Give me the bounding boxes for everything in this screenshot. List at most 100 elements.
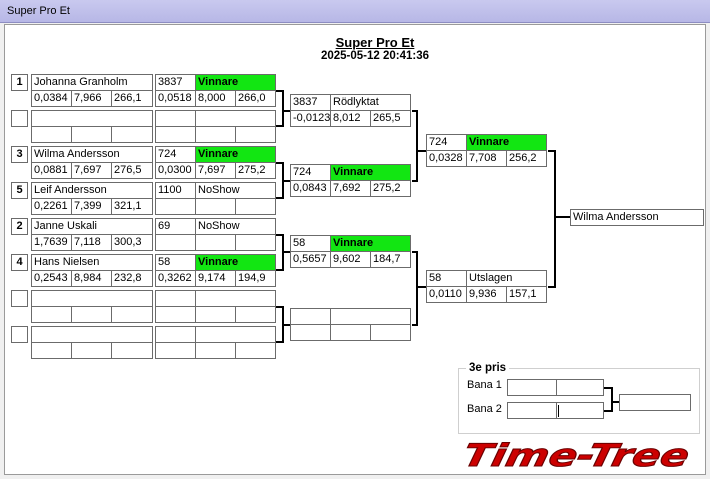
result-status	[330, 308, 411, 325]
elapsed-time: 9,174	[195, 270, 236, 287]
reaction-time: 0,5657	[290, 251, 331, 268]
racer-name[interactable]: Wilma Andersson	[31, 146, 153, 163]
elapsed-time: 7,697	[195, 162, 236, 179]
result-status: Utslagen	[466, 270, 547, 287]
elapsed-time	[71, 342, 112, 359]
racer-number[interactable]: 58	[290, 235, 331, 252]
result-status: NoShow	[195, 218, 276, 235]
speed: 157,1	[506, 286, 547, 303]
racer-number[interactable]: 724	[290, 164, 331, 181]
connector	[276, 234, 283, 236]
third-lane-1-right[interactable]	[556, 379, 604, 396]
racer-number[interactable]: 1100	[155, 182, 196, 199]
result-status: Vinnare	[330, 235, 411, 252]
reaction-time: 0,0328	[426, 150, 467, 167]
svg-text:Time-Tree: Time-Tree	[460, 438, 693, 472]
connector	[554, 216, 570, 218]
speed: 266,1	[111, 90, 153, 107]
speed	[235, 342, 276, 359]
speed: 265,5	[370, 110, 411, 127]
racer-number[interactable]: 724	[426, 134, 467, 151]
speed	[111, 126, 153, 143]
reaction-time	[155, 126, 196, 143]
connector	[604, 387, 612, 389]
time-tree-logo: Time-Tree	[459, 438, 693, 472]
seed-box[interactable]: 3	[11, 146, 28, 163]
lane-2-label: Bana 2	[467, 403, 502, 415]
reaction-time: 0,0881	[31, 162, 72, 179]
lane-1-label: Bana 1	[467, 379, 502, 391]
reaction-time	[155, 234, 196, 251]
connector	[282, 251, 290, 253]
result-status: NoShow	[195, 182, 276, 199]
seed-box[interactable]	[11, 326, 28, 343]
connector	[416, 251, 418, 326]
racer-number[interactable]: 58	[426, 270, 467, 287]
seed-box[interactable]: 1	[11, 74, 28, 91]
racer-name[interactable]	[31, 290, 153, 307]
speed	[235, 126, 276, 143]
racer-number[interactable]	[290, 308, 331, 325]
seed-box[interactable]	[11, 110, 28, 127]
racer-name[interactable]: Hans Nielsen	[31, 254, 153, 271]
reaction-time: 0,2261	[31, 198, 72, 215]
connector	[276, 341, 283, 343]
connector	[412, 251, 417, 253]
result-status: Vinnare	[195, 254, 276, 271]
speed: 321,1	[111, 198, 153, 215]
elapsed-time	[195, 234, 236, 251]
result-status: Vinnare	[195, 74, 276, 91]
connector	[548, 150, 555, 152]
seed-box[interactable]: 4	[11, 254, 28, 271]
racer-number[interactable]: 3837	[155, 74, 196, 91]
racer-name[interactable]: Johanna Granholm	[31, 74, 153, 91]
connector	[548, 286, 555, 288]
racer-number[interactable]: 3837	[290, 94, 331, 111]
speed	[235, 234, 276, 251]
connector	[276, 125, 283, 127]
reaction-time	[155, 306, 196, 323]
reaction-time	[155, 198, 196, 215]
elapsed-time: 8,012	[330, 110, 371, 127]
seed-box[interactable]: 5	[11, 182, 28, 199]
third-prize-winner[interactable]	[619, 394, 691, 411]
connector	[276, 306, 283, 308]
racer-name[interactable]	[31, 110, 153, 127]
connector	[282, 110, 290, 112]
result-status: Vinnare	[330, 164, 411, 181]
racer-name[interactable]: Janne Uskali	[31, 218, 153, 235]
reaction-time: 0,0300	[155, 162, 196, 179]
page-datetime: 2025-05-12 20:41:36	[320, 50, 430, 62]
reaction-time: 0,0518	[155, 90, 196, 107]
window-title: Super Pro Et	[7, 5, 70, 17]
racer-number[interactable]	[155, 326, 196, 343]
window-titlebar: Super Pro Et	[0, 0, 710, 23]
third-lane-2-right[interactable]	[556, 402, 604, 419]
speed: 194,9	[235, 270, 276, 287]
connector	[276, 269, 283, 271]
racer-number[interactable]	[155, 290, 196, 307]
racer-number[interactable]: 69	[155, 218, 196, 235]
speed	[235, 198, 276, 215]
connector	[416, 150, 426, 152]
racer-number[interactable]: 724	[155, 146, 196, 163]
reaction-time	[31, 126, 72, 143]
reaction-time: 0,3262	[155, 270, 196, 287]
seed-box[interactable]: 2	[11, 218, 28, 235]
speed	[370, 324, 411, 341]
racer-name[interactable]	[31, 326, 153, 343]
result-status	[195, 326, 276, 343]
racer-number[interactable]: 58	[155, 254, 196, 271]
reaction-time	[155, 342, 196, 359]
reaction-time: -0,0123	[290, 110, 331, 127]
elapsed-time	[195, 198, 236, 215]
third-lane-1-left[interactable]	[507, 379, 557, 396]
racer-name[interactable]: Leif Andersson	[31, 182, 153, 199]
racer-number[interactable]	[155, 110, 196, 127]
reaction-time	[31, 342, 72, 359]
connector	[276, 197, 283, 199]
final-winner[interactable]: Wilma Andersson	[570, 209, 704, 226]
seed-box[interactable]	[11, 290, 28, 307]
third-lane-2-left[interactable]	[507, 402, 557, 419]
result-status	[195, 290, 276, 307]
